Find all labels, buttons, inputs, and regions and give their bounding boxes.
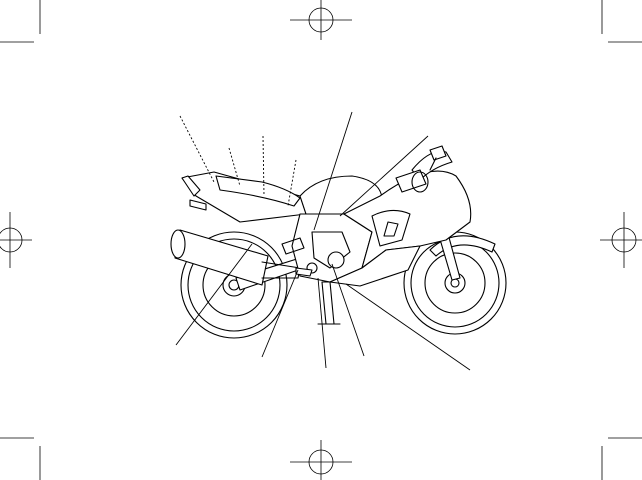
callout-line-2 (228, 147, 241, 187)
registration-mark-left (0, 212, 32, 268)
callout-line-11 (345, 283, 471, 371)
lower-cowl (329, 245, 421, 287)
registration-mark-right (600, 212, 642, 268)
front-wheel (403, 231, 507, 335)
callout-line-9 (317, 277, 327, 369)
callout-line-1 (179, 115, 215, 183)
callout-line-5 (313, 111, 353, 231)
handlebar (395, 169, 427, 193)
motorcycle-illustration (170, 145, 507, 339)
registration-mark-bottom (290, 440, 352, 480)
footpeg (295, 267, 313, 277)
tail-light (181, 175, 201, 197)
side-stand (321, 281, 335, 325)
rear-turn-signal (189, 199, 207, 211)
seat (215, 175, 301, 207)
exhaust-muffler (170, 229, 301, 286)
callout-line-6 (339, 135, 429, 217)
callout-line-10 (331, 263, 365, 357)
callout-line-8 (261, 269, 299, 358)
registration-mark-top (290, 0, 352, 40)
mirror (429, 145, 447, 171)
callout-line-7 (175, 243, 253, 346)
callout-lines (175, 111, 471, 371)
